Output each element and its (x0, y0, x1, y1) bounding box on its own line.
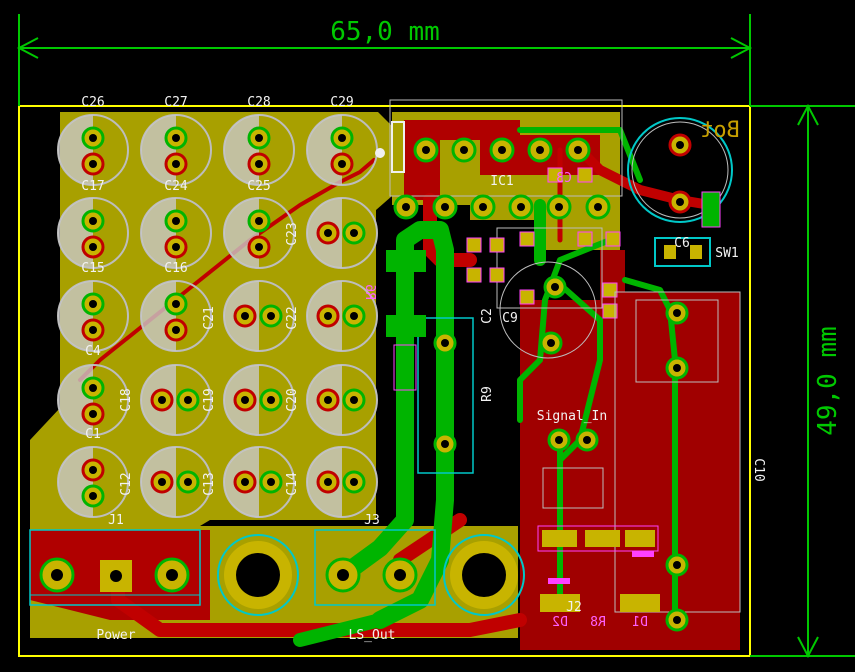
capacitor-c25 (223, 197, 295, 269)
capacitor-c14 (306, 446, 378, 518)
label-r6: R6 (362, 284, 377, 300)
capacitor-c21 (223, 280, 295, 352)
capacitor-c27 (140, 114, 212, 186)
label-c18: C18 (119, 388, 134, 411)
silkscreen-labels: C26 C27 C28 C29 C17 C24 C25 C15 C16 C23 … (81, 95, 766, 643)
capacitor-c24 (140, 197, 212, 269)
label-d1: D1 (632, 615, 648, 630)
label-j1: J1 (108, 513, 124, 528)
label-c26: C26 (81, 95, 104, 110)
label-c10: C10 (751, 458, 766, 481)
label-c19: C19 (202, 388, 217, 411)
capacitor-c12 (140, 446, 212, 518)
capacitor-c6 (627, 117, 733, 223)
board-outline (18, 105, 751, 657)
height-dimension-label: 49,0 mm (813, 326, 843, 436)
capacitor-c4 (57, 364, 129, 436)
label-c28: C28 (247, 95, 270, 110)
label-ic1: IC1 (490, 174, 513, 189)
label-signal-in: Signal_In (537, 409, 607, 424)
label-j2: J2 (566, 600, 582, 615)
board-side-label: Bot (700, 118, 740, 143)
label-c3: C3 (556, 171, 572, 186)
capacitor-c23 (306, 197, 378, 269)
label-ls-out: LS_Out (349, 628, 396, 643)
copper-zone-right (520, 250, 740, 650)
switch-sw1 (654, 191, 721, 267)
capacitor-array (57, 114, 378, 518)
capacitor-c17 (57, 197, 129, 269)
signal-in-connector (547, 428, 599, 452)
capacitor-c26 (57, 114, 129, 186)
mounting-hole-right (443, 534, 525, 616)
label-c6: C6 (674, 236, 690, 251)
resistor-r8 (386, 250, 426, 391)
label-c2: C2 (480, 308, 495, 324)
capacitor-c28 (223, 114, 295, 186)
capacitor-c18 (140, 364, 212, 436)
connector-j1-power (29, 529, 201, 606)
label-c14: C14 (285, 472, 300, 496)
label-r8: R8 (590, 615, 606, 630)
capacitor-c10 (614, 291, 741, 632)
capacitor-c16 (140, 280, 212, 352)
label-sw1: SW1 (715, 246, 738, 261)
ic1-footprint (375, 99, 623, 220)
connector-j3-ls-out (314, 529, 436, 606)
label-c29: C29 (330, 95, 353, 110)
label-r9: R9 (480, 386, 495, 402)
capacitor-c29 (306, 114, 378, 186)
label-c27: C27 (164, 95, 187, 110)
label-c22: C22 (285, 306, 300, 329)
label-c4: C4 (85, 344, 101, 359)
capacitor-c20 (306, 364, 378, 436)
label-c20: C20 (285, 388, 300, 411)
label-c21: C21 (202, 306, 217, 329)
capacitor-c1 (57, 446, 129, 518)
label-c24: C24 (164, 179, 188, 194)
label-c17: C17 (81, 179, 104, 194)
bottom-silkscreen-labels: D1 D2 R8 R6 C3 Bot (362, 118, 740, 630)
label-j3: J3 (364, 513, 380, 528)
resistor-r9 (417, 317, 474, 474)
capacitor-c13 (223, 446, 295, 518)
width-dimension (16, 14, 753, 106)
label-c25: C25 (247, 179, 270, 194)
label-c13: C13 (202, 472, 217, 495)
label-d2: D2 (552, 615, 568, 630)
width-dimension-label: 65,0 mm (330, 17, 440, 47)
mounting-hole-left (217, 534, 299, 616)
smd-cluster (466, 167, 621, 359)
capacitor-c22 (306, 280, 378, 352)
capacitor-c19 (223, 364, 295, 436)
label-c1: C1 (85, 427, 101, 442)
height-dimension (750, 103, 855, 659)
capacitor-c15 (57, 280, 129, 352)
label-power: Power (96, 628, 135, 643)
label-c23: C23 (285, 222, 300, 245)
label-c15: C15 (81, 261, 104, 276)
diodes-j2-area (537, 467, 660, 612)
label-c12: C12 (119, 472, 134, 495)
label-c9: C9 (502, 311, 518, 326)
label-c16: C16 (164, 261, 187, 276)
